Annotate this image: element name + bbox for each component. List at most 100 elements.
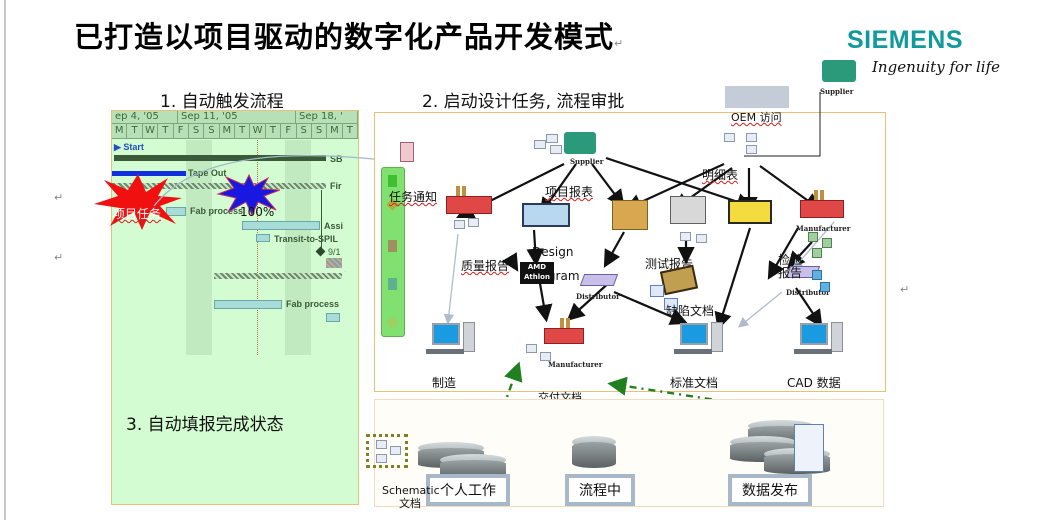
gantt-month: Sep 18, ' [296,111,358,123]
inspection-report-label: 检验报告 [778,253,803,280]
gantt-weekend-shade [186,140,212,355]
circuit-board-icon [728,200,772,224]
gantt-day: S [204,124,220,138]
keyboard-icon [426,349,464,354]
slide-title-text: 已打造以项目驱动的数字化产品开发模式 [74,20,615,54]
design-diagram-label: Design [532,245,574,259]
supplier-caption: Supplier [820,87,854,96]
gantt-day: T [127,124,143,138]
gantt-task-bar [214,300,282,309]
manufacturer-factory-icon [800,200,844,218]
cad-data-label: CAD 数据 [787,376,841,390]
spreadsheet-icon [812,248,822,258]
slide-left-rule [4,0,6,520]
project-task-label: 项目任务 [113,207,162,221]
manufacturing-label: 制造 [432,376,457,390]
gantt-task-label: Fab process [190,206,244,216]
gantt-task-bar [326,258,342,268]
workflow-arrows [443,156,835,402]
database-icon [572,436,616,468]
gantt-day: M [220,124,235,138]
data-release-box: 数据发布 [728,474,812,506]
oem-access-label: OEM 访问 [731,111,782,124]
manufacturer-factory-icon [446,196,492,214]
defect-docs-label: 缺陷文档 [666,304,715,318]
document-icon [746,145,757,154]
gantt-day: W [143,124,159,138]
gantt-day: S [312,124,328,138]
return-mark: ↵ [54,191,64,204]
document-icon [724,133,735,142]
factory-chimney [814,190,818,200]
process-flow-icon [381,167,405,337]
standard-docs-label: 标准文档 [670,376,719,390]
gantt-day: T [235,124,251,138]
gantt-task-label: Fir [330,181,342,191]
siemens-tagline: Ingenuity for life [872,58,1000,76]
flow-step [388,175,397,187]
document-icon [534,140,546,149]
gantt-month: Sep 11, '05 [178,111,296,123]
return-mark: ↵ [614,37,625,50]
computer-tower [711,322,723,352]
distributor-icon [579,274,619,286]
gantt-task-bar [256,234,270,242]
image-file-icon [812,270,822,280]
computer-icon [680,323,708,345]
gantt-task-bar [326,313,340,322]
computer-icon [800,323,828,345]
quality-report-label: 质量报告 [461,259,510,273]
gantt-day: F [174,124,189,138]
motherboard-icon [670,196,706,224]
document-icon [540,352,551,361]
gantt-summary-stripe [112,183,326,189]
completion-percent: 100% [240,205,275,219]
project-report-label: 项目报表 [545,185,594,199]
amd-text: AMD [527,263,547,271]
gantt-task-label: 9/1 [328,247,341,257]
document-stack-icon [794,424,824,472]
task-notice-label: 任务通知 [389,190,438,204]
bom-label: 明细表 [702,168,739,182]
gantt-day: S [297,124,312,138]
keyboard-icon [794,349,832,354]
factory-chimney [820,190,824,200]
gantt-summary-stripe [214,273,342,279]
gantt-month: ep 4, '05 [112,111,178,123]
gantt-summary-bar [114,155,326,161]
gantt-task-label: Tape Out [188,168,227,178]
gantt-progress-bar [112,171,186,176]
gantt-day: M [112,124,128,138]
document-icon [550,145,562,154]
chart-document-icon [664,298,678,310]
manufacturer-caption: Manufacturer [548,360,603,369]
gantt-task-bar [166,207,186,216]
document-icon [400,142,414,162]
document-icon [680,232,691,241]
gantt-start-marker: ▶ Start [114,142,144,152]
computer-icon [432,323,460,345]
gantt-today-line [257,140,258,355]
schematic-docs-label: Schematic 文档 [382,484,440,510]
flow-step [388,240,397,252]
factory-chimney [560,318,564,328]
gantt-task-label: Fab process [286,299,340,309]
document-icon [696,234,707,243]
blue-burst-icon [216,174,281,216]
in-process-box: 流程中 [565,474,635,506]
document-icon [390,446,401,455]
gantt-day: M [327,124,343,138]
return-mark: ↵ [900,283,910,296]
step-3-label: 3. 自动填报完成状态 [126,415,284,435]
flow-step [388,278,397,290]
supplier-caption: Supplier [570,157,604,166]
oem-access-box [725,86,789,108]
factory-chimney [566,318,570,328]
computer-tower [831,322,843,352]
gantt-task-bar [242,221,320,230]
document-icon [468,218,479,227]
gantt-task-label: Assi [324,221,344,231]
slide-title: 已打造以项目驱动的数字化产品开发模式↵ [74,14,624,56]
distributor-caption: Distributor [786,288,830,297]
